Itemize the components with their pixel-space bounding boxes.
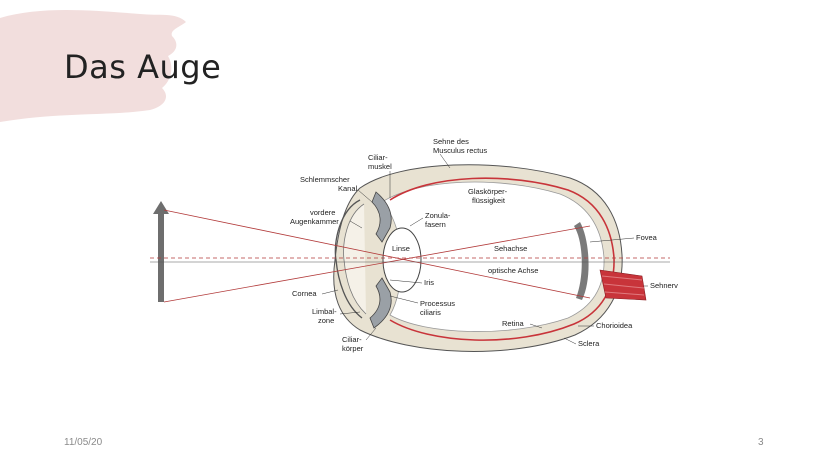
slide-title: Das Auge <box>64 48 222 86</box>
label-fovea: Fovea <box>636 233 658 242</box>
label-sehachse: Sehachse <box>494 244 527 253</box>
label-chorioidea: Chorioidea <box>596 321 633 330</box>
eyeball <box>333 164 647 352</box>
label-zonula: Zonula-fasern <box>425 211 451 229</box>
label-optische-achse: optische Achse <box>488 266 538 275</box>
object-arrow <box>153 201 169 302</box>
label-sehnerv: Sehnerv <box>650 281 678 290</box>
label-limbal: Limbal-zone <box>312 307 337 325</box>
label-glaskoerper: Glaskörper-flüssigkeit <box>468 187 508 205</box>
footer-date: 11/05/20 <box>64 437 103 448</box>
label-ciliarkoerper: Ciliar-körper <box>342 335 364 353</box>
brush-stroke-decoration <box>0 10 186 122</box>
label-iris: Iris <box>424 278 434 287</box>
page-number: 3 <box>758 437 764 448</box>
label-retina: Retina <box>502 319 525 328</box>
light-rays <box>150 209 670 303</box>
label-sclera: Sclera <box>578 339 600 348</box>
label-ciliarmuskel: Ciliar-muskel <box>368 153 392 171</box>
label-cornea: Cornea <box>292 289 317 298</box>
label-linse: Linse <box>392 244 410 253</box>
